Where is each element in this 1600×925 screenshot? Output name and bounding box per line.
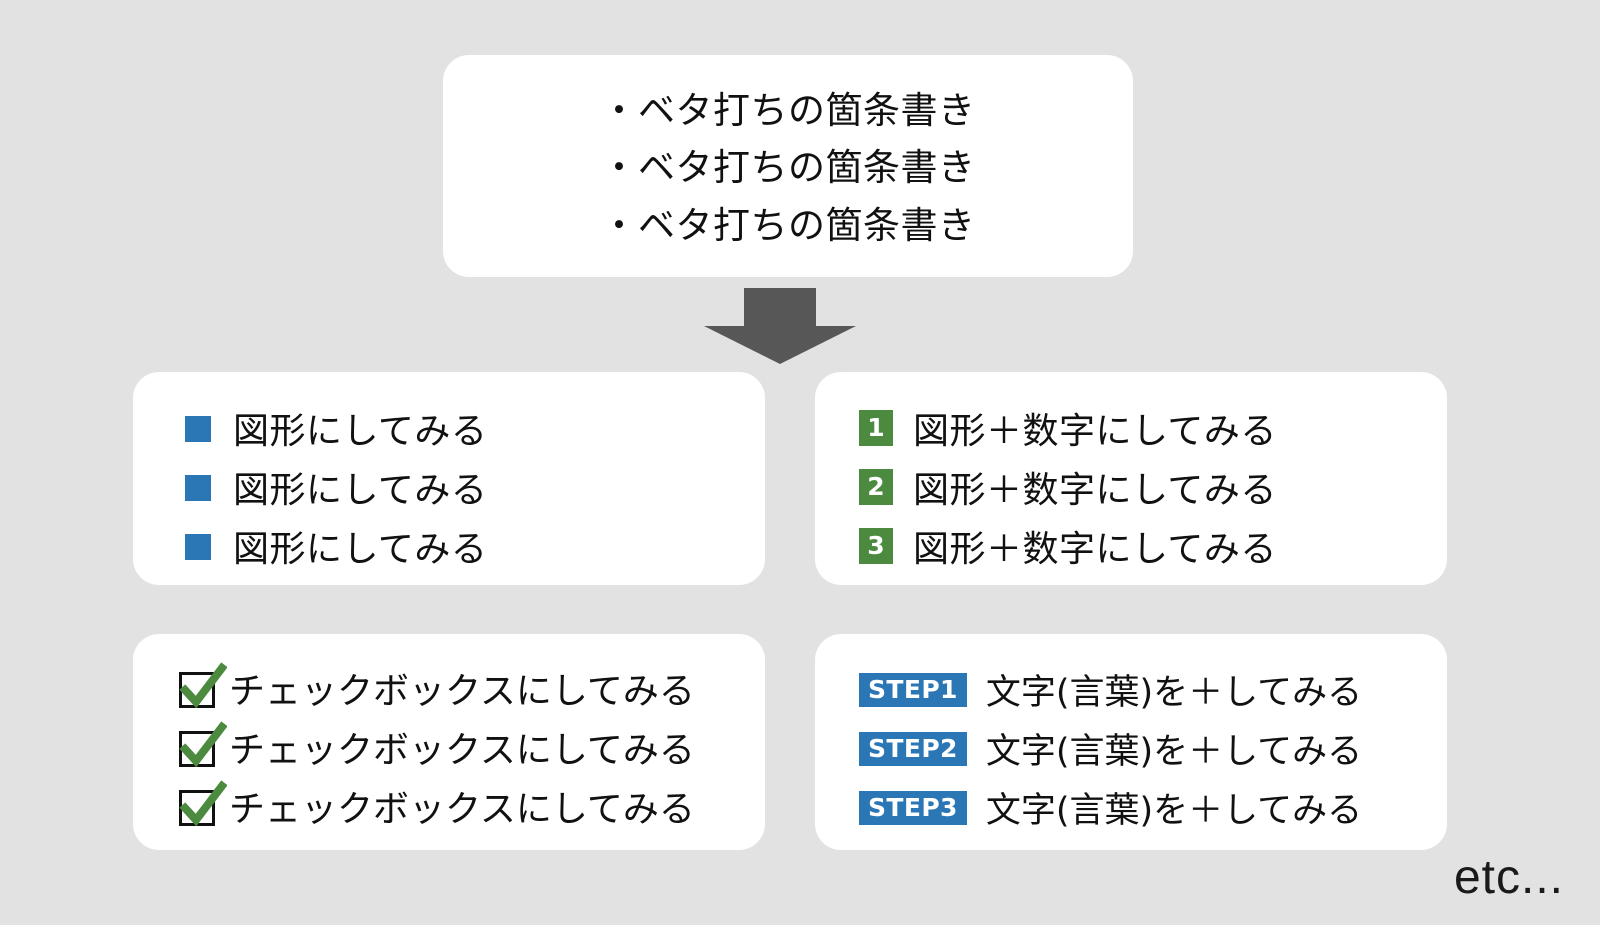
checkbox-bullet-label: チェックボックスにしてみる: [229, 670, 695, 712]
step-bullet-card: STEP1 文字(言葉)を＋してみる STEP2 文字(言葉)を＋してみる ST…: [815, 634, 1447, 850]
blue-square-icon: [185, 416, 211, 442]
checked-checkbox-icon[interactable]: [179, 661, 227, 708]
numbered-bullet-list: 1 図形＋数字にしてみる 2 図形＋数字にしてみる 3 図形＋数字にしてみる: [859, 398, 1447, 575]
list-item: チェックボックスにしてみる: [179, 717, 765, 776]
list-item: STEP3 文字(言葉)を＋してみる: [859, 778, 1447, 837]
plain-bullet-card: ・ベタ打ちの箇条書き ・ベタ打ちの箇条書き ・ベタ打ちの箇条書き: [443, 55, 1133, 277]
etc-note: etc...: [1453, 851, 1564, 904]
green-number-chip-icon: 2: [859, 468, 893, 505]
plain-bullet-line: ・ベタ打ちの箇条書き: [600, 203, 976, 247]
plain-bullet-line: ・ベタ打ちの箇条書き: [600, 88, 976, 132]
list-item: STEP1 文字(言葉)を＋してみる: [859, 660, 1447, 719]
step-bullet-list: STEP1 文字(言葉)を＋してみる STEP2 文字(言葉)を＋してみる ST…: [859, 660, 1447, 837]
numbered-bullet-card: 1 図形＋数字にしてみる 2 図形＋数字にしてみる 3 図形＋数字にしてみる: [815, 372, 1447, 585]
shape-bullet-label: 図形にしてみる: [233, 528, 488, 570]
shape-bullet-label: 図形にしてみる: [233, 410, 488, 452]
list-item: 図形にしてみる: [185, 398, 765, 457]
plain-bullet-line: ・ベタ打ちの箇条書き: [600, 146, 976, 190]
numbered-bullet-label: 図形＋数字にしてみる: [913, 528, 1277, 570]
checkbox-bullet-card: チェックボックスにしてみる チェックボックスにしてみる: [133, 634, 765, 850]
checked-checkbox-icon[interactable]: [179, 720, 227, 767]
list-item: 図形にしてみる: [185, 516, 765, 575]
checked-checkbox-icon[interactable]: [179, 779, 227, 826]
step-bullet-label: 文字(言葉)を＋してみる: [985, 732, 1363, 772]
checkbox-bullet-label: チェックボックスにしてみる: [229, 729, 695, 771]
list-item: チェックボックスにしてみる: [179, 658, 765, 717]
shape-bullet-list: 図形にしてみる 図形にしてみる 図形にしてみる: [185, 398, 765, 575]
step-bullet-label: 文字(言葉)を＋してみる: [985, 791, 1363, 831]
blue-step-badge-icon: STEP3: [859, 790, 967, 825]
blue-step-badge-icon: STEP1: [859, 672, 967, 707]
numbered-bullet-label: 図形＋数字にしてみる: [913, 469, 1277, 511]
checkbox-bullet-label: チェックボックスにしてみる: [229, 788, 695, 830]
shape-bullet-card: 図形にしてみる 図形にしてみる 図形にしてみる: [133, 372, 765, 585]
list-item: STEP2 文字(言葉)を＋してみる: [859, 719, 1447, 778]
checkbox-bullet-list: チェックボックスにしてみる チェックボックスにしてみる: [179, 658, 765, 835]
list-item: 図形にしてみる: [185, 457, 765, 516]
arrow-down-icon: [704, 288, 856, 364]
step-bullet-label: 文字(言葉)を＋してみる: [985, 673, 1363, 713]
blue-square-icon: [185, 534, 211, 560]
numbered-bullet-label: 図形＋数字にしてみる: [913, 410, 1277, 452]
list-item: 1 図形＋数字にしてみる: [859, 398, 1447, 457]
green-number-chip-icon: 3: [859, 527, 893, 564]
list-item: 3 図形＋数字にしてみる: [859, 516, 1447, 575]
green-number-chip-icon: 1: [859, 409, 893, 446]
shape-bullet-label: 図形にしてみる: [233, 469, 488, 511]
blue-square-icon: [185, 475, 211, 501]
list-item: 2 図形＋数字にしてみる: [859, 457, 1447, 516]
blue-step-badge-icon: STEP2: [859, 731, 967, 766]
list-item: チェックボックスにしてみる: [179, 776, 765, 835]
